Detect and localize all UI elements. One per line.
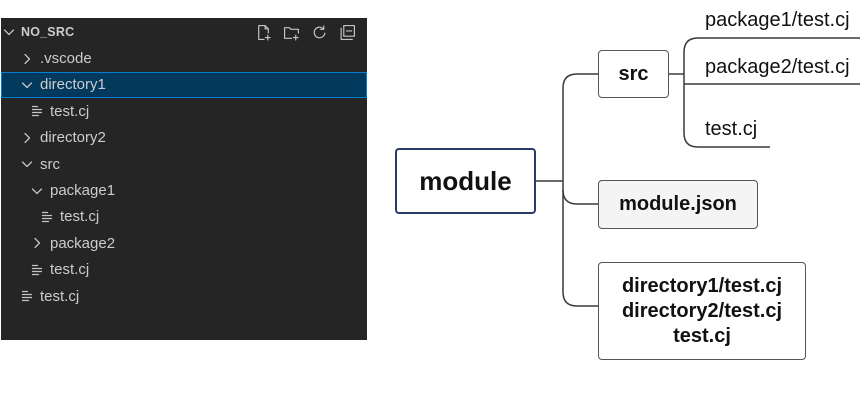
section-actions: [252, 19, 358, 45]
file-tree: NO_SRC .vscode: [1, 19, 367, 309]
tree-item-directory1-test-cj[interactable]: test.cj: [1, 98, 367, 124]
tree-item-root-test-cj[interactable]: test.cj: [1, 283, 367, 309]
mindmap-connectors: [536, 37, 860, 307]
mindmap-node-src: src: [598, 50, 669, 98]
tree-item-label: test.cj: [60, 208, 100, 226]
tree-item-label: .vscode: [40, 50, 92, 68]
new-file-icon[interactable]: [252, 21, 274, 43]
tree-item-directory2[interactable]: directory2: [1, 125, 367, 151]
connector-trunk-module-json: [562, 189, 598, 205]
collapse-all-icon[interactable]: [336, 21, 358, 43]
connector-trunk-src-dir: [562, 73, 598, 307]
tree-item-label: package2: [50, 234, 116, 252]
mindmap-node-source-files: directory1/test.cj directory2/test.cj te…: [598, 262, 806, 360]
file-lines-icon: [29, 103, 45, 119]
explorer-section-header[interactable]: NO_SRC: [1, 19, 367, 45]
chevron-right-icon: [19, 130, 35, 146]
chevron-down-icon: [29, 183, 45, 199]
root-node-label: module: [419, 165, 512, 196]
node-label: module.json: [619, 193, 737, 215]
file-explorer-panel: NO_SRC .vscode: [1, 18, 367, 340]
tree-item-src-test-cj[interactable]: test.cj: [1, 257, 367, 283]
tree-item-package1[interactable]: package1: [1, 177, 367, 203]
tree-item-label: test.cj: [40, 287, 80, 305]
chevron-right-icon: [29, 235, 45, 251]
file-lines-icon: [19, 288, 35, 304]
node-label: src: [618, 62, 649, 85]
chevron-down-icon: [19, 77, 35, 93]
chevron-right-icon: [19, 51, 35, 67]
new-folder-icon[interactable]: [280, 21, 302, 43]
tree-item-package1-test-cj[interactable]: test.cj: [1, 204, 367, 230]
connector-src-subtrunk: [683, 37, 860, 148]
tree-item-package2[interactable]: package2: [1, 230, 367, 256]
mindmap-node-module-json: module.json: [598, 180, 758, 229]
tree-item-src[interactable]: src: [1, 151, 367, 177]
tree-item-label: directory1: [40, 76, 106, 94]
tree-item-directory1[interactable]: directory1: [1, 71, 367, 99]
tree-item-label: test.cj: [50, 261, 90, 279]
mindmap-leaf-src-test-cj: test.cj: [705, 118, 758, 140]
refresh-icon[interactable]: [308, 21, 330, 43]
tree-item-label: src: [40, 155, 60, 173]
tree-item-label: directory2: [40, 129, 106, 147]
chevron-down-icon: [1, 24, 17, 40]
node-label-line: directory2/test.cj: [621, 299, 783, 322]
chevron-down-icon: [19, 156, 35, 172]
mindmap-leaf-package1-test-cj: package1/test.cj: [705, 9, 850, 31]
node-label-line: test.cj: [673, 324, 731, 347]
node-label-line: directory1/test.cj: [621, 274, 783, 297]
mindmap-root-node: module: [395, 148, 536, 214]
tree-item-label: package1: [50, 182, 116, 200]
tree-item-vscode[interactable]: .vscode: [1, 45, 367, 71]
mindmap-leaf-package2-test-cj: package2/test.cj: [705, 56, 850, 78]
section-title: NO_SRC: [21, 25, 75, 40]
file-lines-icon: [29, 262, 45, 278]
tree-item-label: test.cj: [50, 102, 90, 120]
file-lines-icon: [39, 209, 55, 225]
